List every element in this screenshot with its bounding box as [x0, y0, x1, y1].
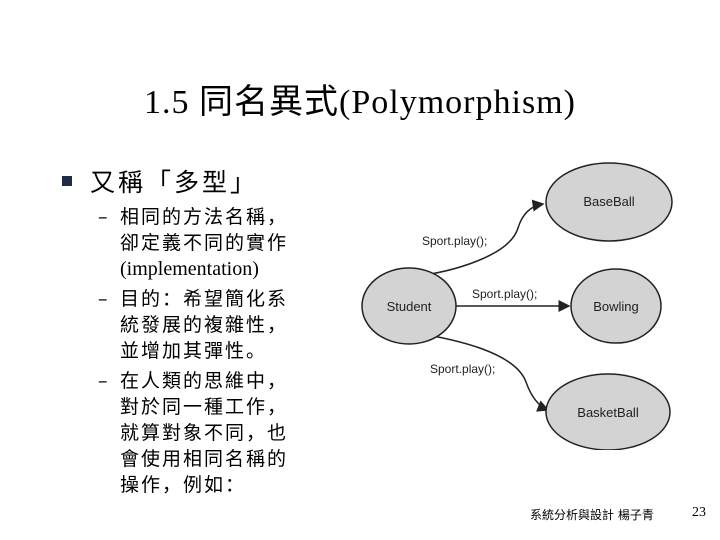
footer-text: 系統分析與設計 楊子青	[530, 508, 654, 522]
node-label-baseball: BaseBall	[583, 194, 634, 209]
sub-item-definition: – 相同的方法名稱， 卻定義不同的實作 (implementation)	[98, 204, 328, 282]
node-bowling	[570, 268, 662, 344]
edge-label-top: Sport.play();	[422, 234, 487, 248]
edge-label-middle: Sport.play();	[472, 287, 537, 301]
sub-item-line: 在人類的思維中，	[120, 370, 289, 392]
edge-to-basketball	[409, 331, 550, 412]
dash-icon: –	[98, 206, 108, 228]
sub-item-line: 就算對象不同，也	[120, 422, 289, 444]
node-student	[361, 267, 457, 345]
edge-to-baseball	[409, 199, 545, 278]
dash-icon: –	[98, 288, 108, 310]
slide-title: 1.5 同名異式(Polymorphism)	[144, 84, 576, 121]
sub-item-example: – 在人類的思維中， 對於同一種工作， 就算對象不同，也 會使用相同名稱的 操作…	[98, 368, 328, 498]
sub-item-purpose: – 目的：希望簡化系 統發展的複雜性， 並增加其彈性。	[98, 286, 328, 364]
edge-label-bottom: Sport.play();	[430, 362, 495, 376]
page-number: 23	[692, 505, 706, 520]
polymorphism-diagram: Student BaseBall Bowling BasketBall Spor…	[361, 162, 673, 450]
node-label-basketball: BasketBall	[577, 405, 639, 420]
sub-item-line: 統發展的複雜性，	[120, 314, 289, 336]
node-baseball	[545, 162, 673, 242]
sub-item-line: 對於同一種工作，	[120, 396, 289, 418]
node-basketball	[545, 373, 671, 450]
dash-icon: –	[98, 370, 108, 392]
sub-item-line: 並增加其彈性。	[120, 340, 268, 362]
sub-item-line: 會使用相同名稱的	[120, 448, 289, 470]
sub-item-line: 目的：希望簡化系	[120, 288, 289, 310]
node-label-student: Student	[387, 299, 432, 314]
sub-item-line: 相同的方法名稱，	[120, 206, 289, 228]
node-label-bowling: Bowling	[593, 299, 639, 314]
sub-item-line: 操作，例如：	[120, 474, 247, 496]
bullet-square-icon	[62, 176, 72, 186]
bullet-text: 又稱「多型」	[90, 168, 259, 197]
sub-item-line: (implementation)	[120, 258, 259, 280]
sub-item-line: 卻定義不同的實作	[120, 232, 289, 254]
